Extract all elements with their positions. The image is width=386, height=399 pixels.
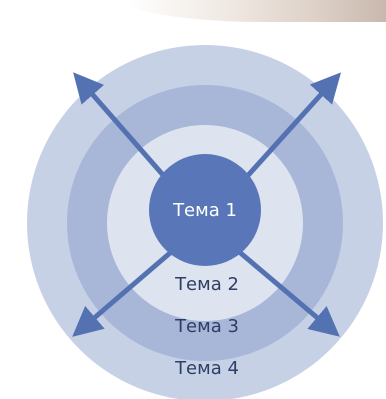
center-circle-topic-1 [149, 154, 261, 266]
label-topic-3: Тема 3 [174, 316, 239, 337]
label-topic-1: Тема 1 [172, 200, 237, 221]
label-topic-4: Тема 4 [174, 358, 239, 379]
background-photo-fragment [126, 0, 386, 22]
label-topic-2: Тема 2 [174, 274, 239, 295]
